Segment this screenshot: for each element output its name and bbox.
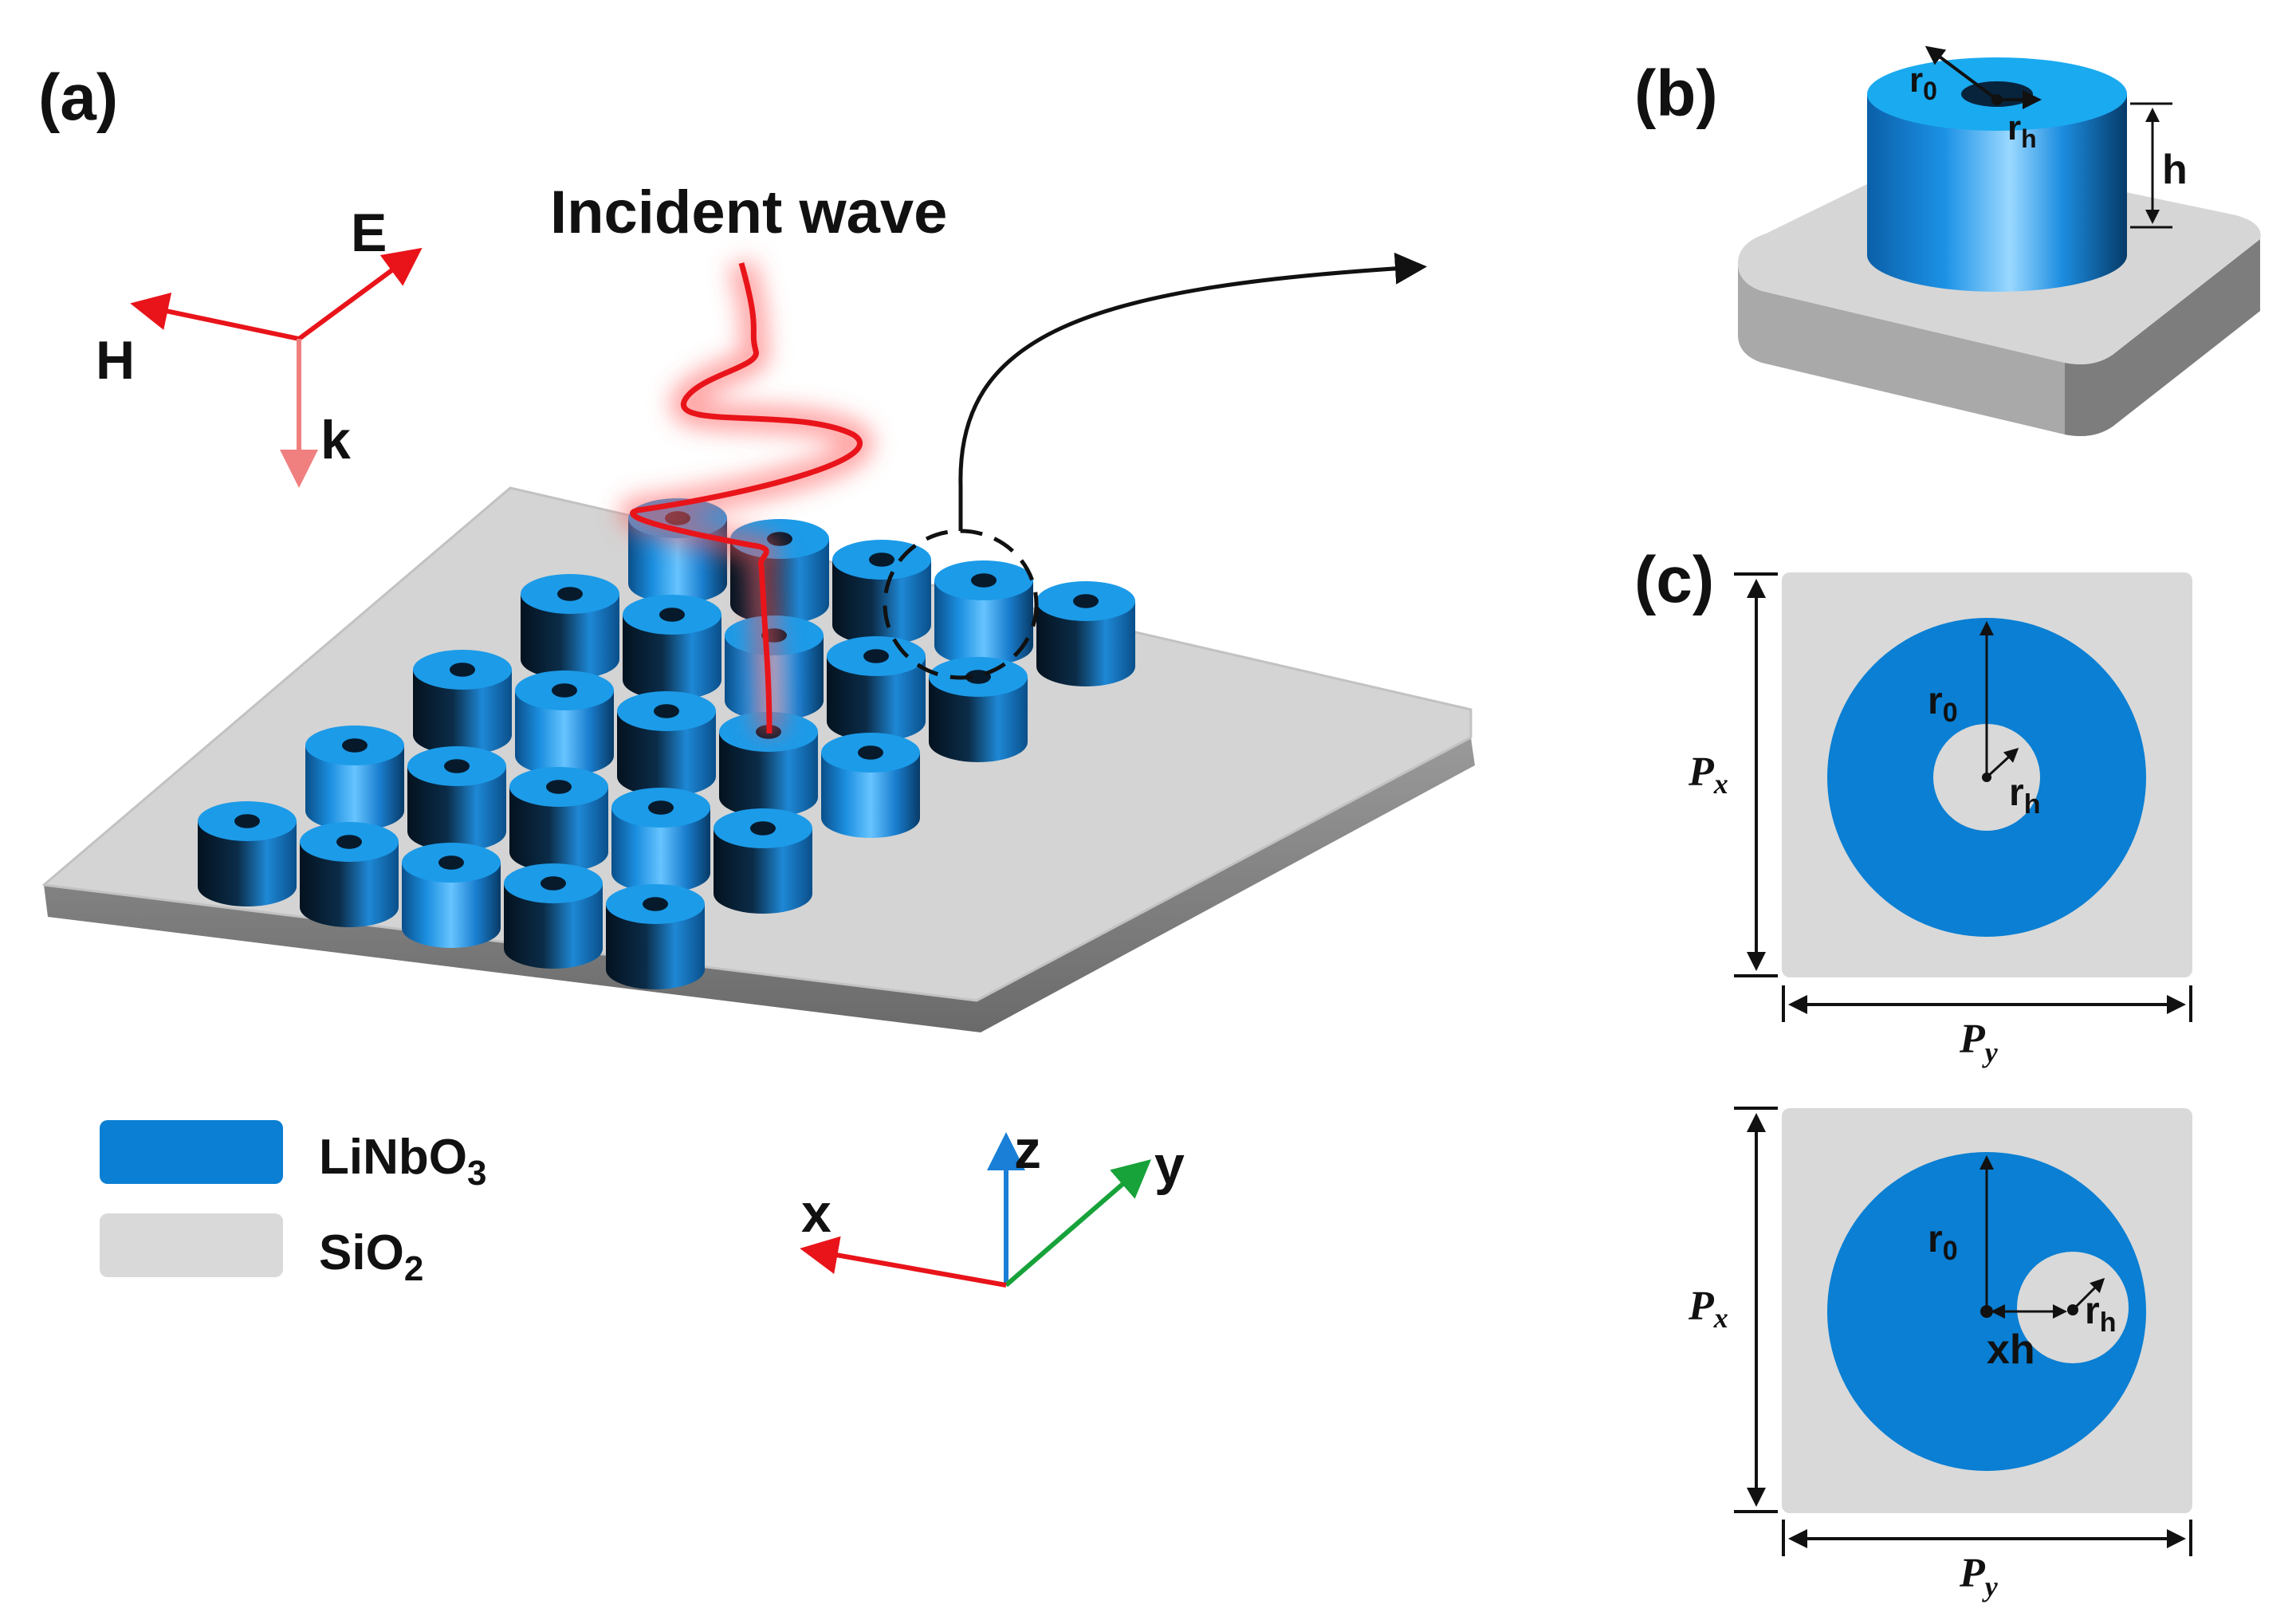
unit-cell-top-view-centered <box>1734 572 2192 1022</box>
c1-py-label: Py <box>1959 1016 1999 1068</box>
coordinate-axes <box>800 1132 1152 1288</box>
ring-cylinder <box>509 767 608 872</box>
zoom-pointer-arrow <box>958 252 1427 531</box>
legend-label-sio2: SiO2 <box>319 1225 423 1288</box>
ring-cylinder <box>617 691 716 796</box>
ring-cylinder <box>305 725 404 831</box>
b-r0-label: r0 <box>1909 61 1937 105</box>
legend-swatch-sio2 <box>100 1213 283 1277</box>
panel-label-b: (b) <box>1634 57 1718 130</box>
unit-cell-top-view-offset <box>1734 1107 2192 1556</box>
legend-swatch-linbo3 <box>100 1120 283 1184</box>
unit-cell-3d <box>1738 45 2261 437</box>
h-field-label: H <box>96 330 135 391</box>
ring-cylinder <box>934 560 1033 666</box>
ring-cylinder <box>827 636 926 741</box>
c1-px-label: Px <box>1688 749 1728 800</box>
panel-label-a: (a) <box>38 61 118 134</box>
k-vector-label: k <box>320 410 351 470</box>
ring-cylinder <box>714 808 812 914</box>
legend-label-linbo3: LiNbO3 <box>319 1130 486 1193</box>
ring-cylinder <box>623 595 721 700</box>
c2-py-label: Py <box>1959 1551 1999 1602</box>
unit-cell-highlight <box>883 529 1039 680</box>
x-axis-label: x <box>801 1183 832 1244</box>
ring-cylinder <box>198 801 297 906</box>
ring-cylinder <box>521 574 619 679</box>
e-field-label: E <box>351 203 387 263</box>
field-polarization-axes <box>130 247 423 488</box>
c2-xh-label: xh <box>1987 1327 2035 1373</box>
ring-cylinder <box>611 788 710 893</box>
incident-wave-label: Incident wave <box>550 179 947 246</box>
z-axis-label: z <box>1014 1119 1041 1180</box>
ring-cylinder <box>1036 581 1135 686</box>
ring-cylinder <box>515 670 614 776</box>
b-rh-label: rh <box>2007 108 2037 153</box>
c2-r0-label: r0 <box>1928 1218 1958 1266</box>
ring-cylinder <box>606 884 705 989</box>
ring-cylinder <box>821 733 920 838</box>
ring-cylinder <box>832 540 931 645</box>
incident-wave <box>619 259 874 734</box>
ring-cylinder <box>929 657 1028 762</box>
c2-rh-label: rh <box>2085 1290 2116 1338</box>
ring-cylinder <box>402 843 501 948</box>
ring-cylinder <box>504 863 603 969</box>
ring-cylinder <box>407 746 506 851</box>
c1-rh-label: rh <box>2009 772 2040 820</box>
ring-cylinder <box>413 650 512 755</box>
c1-r0-label: r0 <box>1928 680 1958 728</box>
panel-label-c: (c) <box>1634 544 1714 616</box>
b-height-label: h <box>2162 147 2188 193</box>
ring-cylinder <box>300 822 399 927</box>
y-axis-label: y <box>1154 1135 1185 1196</box>
c2-px-label: Px <box>1688 1284 1728 1334</box>
